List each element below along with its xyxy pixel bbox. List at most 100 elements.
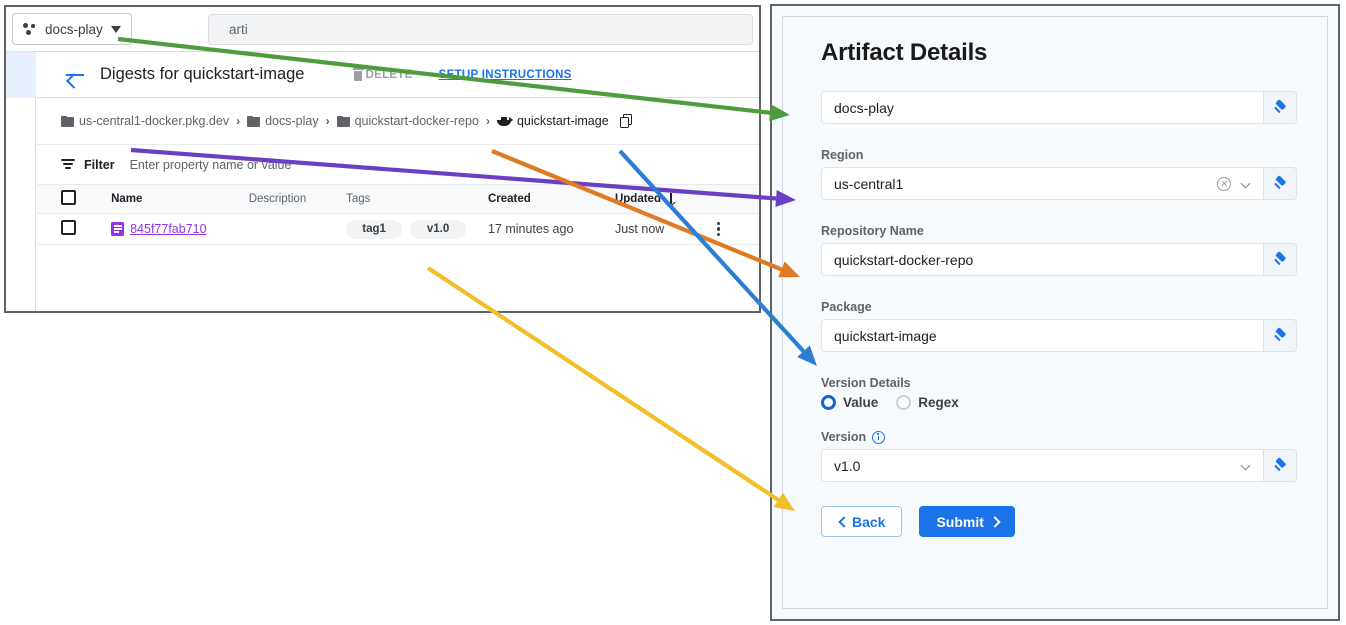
region-pin-button[interactable]: [1264, 167, 1297, 200]
pin-icon: [1273, 250, 1287, 267]
repository-name-pin-button[interactable]: [1264, 243, 1297, 276]
table-row[interactable]: 845f77fab710 tag1 v1.0 17 minutes ago Jus…: [37, 213, 759, 245]
region-label: Region: [821, 148, 864, 162]
cell-description: [248, 213, 347, 245]
breadcrumb-separator-2: ›: [325, 114, 330, 128]
column-header-created[interactable]: Created: [487, 185, 615, 214]
column-header-description[interactable]: Description: [248, 185, 347, 214]
copy-icon[interactable]: [619, 114, 633, 128]
breadcrumb-item-registry[interactable]: us-central1-docker.pkg.dev: [61, 114, 229, 128]
digest-link[interactable]: 845f77fab710: [130, 222, 207, 236]
chevron-down-icon[interactable]: [1241, 461, 1251, 471]
radio-option-regex[interactable]: Regex: [896, 395, 959, 410]
breadcrumb-separator-1: ›: [236, 114, 241, 128]
project-input[interactable]: docs-play: [821, 91, 1264, 124]
rail-active-indicator[interactable]: [6, 52, 36, 98]
page-header: Digests for quickstart-image DELETE SETU…: [37, 52, 759, 98]
console-search-input[interactable]: arti: [208, 14, 753, 45]
panel-title: Artifact Details: [821, 39, 988, 66]
docker-whale-icon: [496, 116, 513, 127]
version-input-value: v1.0: [834, 457, 861, 474]
filter-icon: [61, 159, 75, 170]
package-label: Package: [821, 300, 872, 314]
breadcrumb-label-image: quickstart-image: [516, 114, 609, 128]
repository-name-input-value: quickstart-docker-repo: [834, 251, 974, 268]
back-button[interactable]: Back: [821, 506, 903, 537]
folder-icon: [247, 115, 261, 127]
version-details-label: Version Details: [821, 376, 911, 390]
breadcrumb-item-image[interactable]: quickstart-image: [496, 114, 609, 128]
pin-icon: [1273, 456, 1287, 473]
filter-input[interactable]: Enter property name or value: [129, 157, 292, 172]
tag-pill[interactable]: tag1: [346, 219, 403, 239]
artifact-details-inner: Artifact Details docs-play Region us-cen…: [782, 16, 1328, 609]
back-arrow-icon[interactable]: [64, 64, 86, 86]
project-pin-button[interactable]: [1264, 91, 1297, 124]
cell-name: 845f77fab710: [111, 213, 249, 245]
version-details-radio-group: Value Regex: [821, 395, 1297, 410]
artifact-details-panel: Artifact Details docs-play Region us-cen…: [770, 4, 1340, 621]
breadcrumb-label-project: docs-play: [265, 114, 319, 128]
version-pin-button[interactable]: [1264, 449, 1297, 482]
chevron-down-icon[interactable]: [1241, 179, 1251, 189]
radio-option-regex-label: Regex: [918, 395, 959, 410]
region-input[interactable]: us-central1: [821, 167, 1264, 200]
select-all-checkbox[interactable]: [61, 190, 76, 205]
breadcrumb: us-central1-docker.pkg.dev › docs-play ›…: [37, 98, 759, 145]
package-input[interactable]: quickstart-image: [821, 319, 1264, 352]
info-icon[interactable]: [872, 430, 886, 444]
console-top-bar: docs-play arti: [6, 7, 759, 52]
radio-option-value[interactable]: Value: [821, 395, 878, 410]
console-content: Digests for quickstart-image DELETE SETU…: [37, 52, 759, 311]
version-field-row: v1.0: [821, 449, 1297, 482]
region-field-row: us-central1: [821, 167, 1297, 200]
submit-button-label: Submit: [936, 513, 984, 530]
console-search-value: arti: [229, 22, 248, 37]
digests-table: Name Description Tags Created Updated: [37, 185, 759, 245]
breadcrumb-item-project[interactable]: docs-play: [247, 114, 319, 128]
folder-icon: [336, 115, 350, 127]
project-selector-label: docs-play: [45, 21, 103, 37]
project-dots-icon: [23, 22, 37, 36]
table-header-row: Name Description Tags Created Updated: [37, 185, 759, 214]
select-all-cell: [37, 185, 112, 214]
page-title: Digests for quickstart-image: [100, 65, 305, 83]
delete-button[interactable]: DELETE: [352, 68, 413, 81]
row-checkbox[interactable]: [61, 220, 76, 235]
cell-updated: Just now: [614, 213, 717, 245]
version-label-row: Version: [821, 430, 1297, 444]
setup-instructions-link[interactable]: SETUP INSTRUCTIONS: [438, 68, 572, 81]
chevron-down-icon: [110, 25, 121, 33]
breadcrumb-item-repo[interactable]: quickstart-docker-repo: [336, 114, 479, 128]
version-label: Version: [821, 430, 867, 444]
header-actions: DELETE SETUP INSTRUCTIONS: [352, 68, 572, 81]
radio-option-value-label: Value: [843, 395, 879, 410]
breadcrumb-separator-3: ›: [485, 114, 490, 128]
filter-bar: Filter Enter property name or value: [37, 145, 759, 185]
cell-created: 17 minutes ago: [487, 213, 615, 245]
repository-name-input[interactable]: quickstart-docker-repo: [821, 243, 1264, 276]
chevron-left-icon: [838, 518, 845, 525]
cell-tags: tag1 v1.0: [346, 213, 488, 245]
kebab-menu-icon[interactable]: [716, 222, 759, 236]
project-selector[interactable]: docs-play: [12, 13, 132, 45]
column-header-tags[interactable]: Tags: [346, 185, 488, 214]
submit-button[interactable]: Submit: [919, 506, 1015, 537]
column-header-updated[interactable]: Updated: [614, 185, 717, 214]
sort-descending-icon: [666, 193, 675, 204]
column-header-name[interactable]: Name: [111, 185, 249, 214]
breadcrumb-label-registry: us-central1-docker.pkg.dev: [79, 114, 230, 128]
version-input[interactable]: v1.0: [821, 449, 1264, 482]
package-field-row: quickstart-image: [821, 319, 1297, 352]
trash-icon: [352, 68, 364, 81]
package-pin-button[interactable]: [1264, 319, 1297, 352]
tag-pill[interactable]: v1.0: [410, 219, 467, 239]
repository-name-field-row: quickstart-docker-repo: [821, 243, 1297, 276]
clear-icon[interactable]: [1217, 176, 1231, 191]
pin-icon: [1273, 98, 1287, 115]
column-header-menu: [716, 185, 759, 214]
digest-icon: [111, 222, 125, 236]
repository-name-label: Repository Name: [821, 224, 924, 238]
pin-icon: [1273, 174, 1287, 191]
